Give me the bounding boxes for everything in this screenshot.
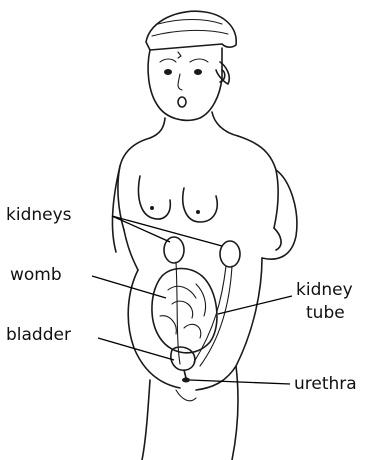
left-eyebrow <box>160 59 176 62</box>
forehead-mark <box>178 52 181 58</box>
label-kidneys: kidneys <box>6 205 72 225</box>
right-leg <box>232 366 238 460</box>
label-kidney-tube-line2: tube <box>306 303 345 323</box>
head <box>146 11 236 120</box>
face-outline <box>148 48 222 120</box>
right-eyebrow <box>190 59 208 62</box>
right-shoulder <box>238 136 278 228</box>
belly-right <box>196 258 262 390</box>
right-breast <box>183 188 217 222</box>
mouth <box>178 97 186 107</box>
organs <box>152 237 240 383</box>
right-nipple <box>196 210 200 214</box>
leader-lines <box>92 216 292 384</box>
label-bladder: bladder <box>6 325 71 345</box>
nose <box>178 74 182 90</box>
right-elbow-inner <box>274 228 281 250</box>
left-breast <box>139 176 171 219</box>
womb-shape <box>152 269 217 353</box>
headscarf-fold <box>158 20 222 25</box>
leader-urethra <box>190 380 290 384</box>
urethra-opening <box>182 378 190 383</box>
label-kidney-tube-line1: kidney <box>296 280 353 300</box>
labels: kidneys womb kidney tube bladder urethra <box>6 205 357 394</box>
left-arm <box>124 230 138 270</box>
left-shoulder <box>118 138 150 230</box>
right-eye <box>194 69 202 75</box>
left-leg <box>142 380 150 460</box>
right-kidney-tube <box>194 266 226 362</box>
left-nipple <box>150 206 154 210</box>
headscarf-fold <box>152 30 228 36</box>
torso <box>113 112 297 460</box>
baby-inside-womb <box>160 284 206 338</box>
neck-left <box>150 118 165 138</box>
left-eye <box>164 69 172 75</box>
urethra-shape <box>184 370 186 378</box>
neck-right <box>212 112 238 136</box>
groin <box>176 390 196 401</box>
left-kidney-tube <box>176 262 180 364</box>
label-urethra: urethra <box>294 374 357 394</box>
label-womb: womb <box>10 265 62 285</box>
right-kidney <box>220 241 240 267</box>
